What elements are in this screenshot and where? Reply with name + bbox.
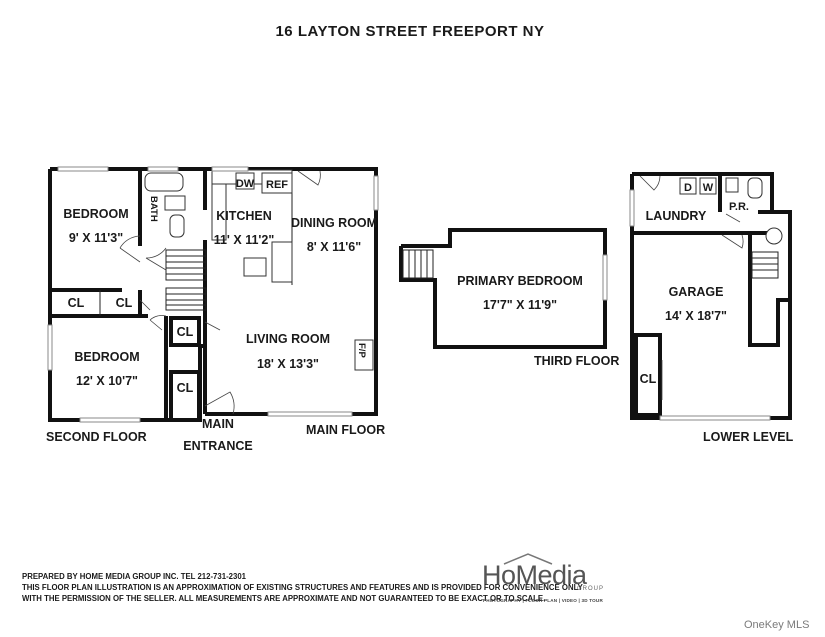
disclaimer: PREPARED BY HOME MEDIA GROUP INC. TEL 21…: [22, 571, 583, 604]
main-closet2-label: CL: [177, 381, 194, 395]
garage-dims: 14' X 18'7": [665, 309, 727, 323]
window: [267, 411, 353, 417]
window: [47, 324, 53, 371]
pr-sink: [725, 177, 739, 193]
logo-tagline: PHOTOGRAPHY | FLOOR PLAN | VIDEO | 3D TO…: [483, 598, 603, 603]
bathtub: [144, 172, 184, 192]
garage-inner-wall: [748, 233, 790, 347]
door-arc: [139, 299, 151, 311]
primary-bedroom-name: PRIMARY BEDROOM: [457, 274, 583, 288]
living-dims: 18' X 13'3": [257, 357, 319, 371]
kitchen-dims: 11' X 11'2": [214, 233, 275, 247]
fireplace: [354, 339, 374, 371]
window: [629, 189, 635, 227]
dining-dims: 8' X 11'6": [307, 240, 361, 254]
disclaimer-line2: THIS FLOOR PLAN ILLUSTRATION IS AN APPRO…: [22, 583, 583, 592]
door-arc: [725, 213, 741, 223]
living-name: LIVING ROOM: [246, 332, 330, 346]
second-floor-label: SECOND FLOOR: [46, 430, 147, 444]
water-heater: [765, 227, 783, 245]
bedroom1-name: BEDROOM: [63, 207, 128, 221]
primary-bedroom-dims: 17'7" X 11'9": [483, 298, 557, 312]
logo-group-text: GROUP: [577, 586, 605, 592]
entrance-line2: ENTRANCE: [183, 439, 252, 453]
bedroom2-name: BEDROOM: [74, 350, 139, 364]
toilet: [169, 214, 185, 238]
lower-closet-label: CL: [640, 372, 657, 386]
bath-sink: [164, 195, 186, 211]
fireplace-label: F/P: [356, 343, 367, 358]
garage-door: [659, 415, 771, 421]
washer-label: W: [703, 182, 714, 194]
logo-wordmark: HoMedia: [482, 560, 587, 590]
stairs-lower: [751, 251, 779, 279]
window: [79, 417, 141, 423]
window: [211, 166, 249, 172]
closet1-label: CL: [68, 296, 85, 310]
laundry-label: LAUNDRY: [646, 209, 707, 223]
window: [57, 166, 109, 172]
window: [373, 175, 379, 211]
door-arc: [204, 321, 221, 331]
dining-name: DINING ROOM: [291, 216, 377, 230]
kitchen-counter-side: [211, 183, 227, 241]
dryer: [679, 177, 697, 195]
homedia-logo: HoMedia GROUP PHOTOGRAPHY | FLOOR PLAN |…: [482, 552, 607, 607]
door-arc: [119, 235, 141, 263]
main-floor-label: MAIN FLOOR: [306, 423, 385, 437]
disclaimer-line3: WITH THE PERMISSION OF THE SELLER. ALL M…: [22, 594, 546, 603]
window: [147, 166, 179, 172]
second-and-main-floor-plan: [47, 166, 379, 423]
entrance-line1: MAIN: [202, 417, 234, 431]
third-floor-label: THIRD FLOOR: [534, 354, 619, 368]
bath-label: BATH: [148, 196, 159, 222]
pr-toilet: [747, 177, 763, 199]
washer: [699, 177, 717, 195]
ref-label: REF: [266, 179, 288, 191]
dishwasher: [235, 172, 255, 190]
kitchen-island: [271, 241, 293, 283]
door-arc: [149, 315, 167, 331]
window: [602, 254, 608, 301]
door-arc: [297, 170, 321, 186]
main-closet1-label: CL: [177, 325, 194, 339]
main-closet1: [169, 316, 201, 347]
dryer-label: D: [684, 182, 692, 194]
entrance-door-arc: [204, 391, 235, 415]
garage-name: GARAGE: [669, 285, 724, 299]
property-title: 16 LAYTON STREET FREEPORT NY: [275, 23, 544, 40]
main-closet2: [169, 370, 201, 422]
kitchen-table: [243, 257, 267, 277]
pr-label: P.R.: [729, 201, 749, 213]
bedroom2-dims: 12' X 10'7": [76, 374, 138, 388]
door-arc: [639, 175, 661, 191]
kitchen-name: KITCHEN: [216, 209, 272, 223]
watermark: OneKey MLS: [744, 619, 810, 631]
stairs-third: [402, 249, 434, 279]
lower-closet: [634, 333, 662, 417]
third-floor-plan: [399, 228, 608, 349]
door-arc: [721, 234, 744, 249]
dw-label: DW: [236, 178, 255, 190]
closet2-label: CL: [116, 296, 133, 310]
bedroom1-dims: 9' X 11'3": [69, 231, 123, 245]
door-arc: [145, 247, 167, 271]
lower-level-plan: [629, 172, 792, 421]
disclaimer-line1: PREPARED BY HOME MEDIA GROUP INC. TEL 21…: [22, 572, 247, 581]
house-roof-icon: [503, 553, 553, 565]
lower-level-label: LOWER LEVEL: [703, 430, 794, 444]
refrigerator: [261, 172, 293, 194]
stairs-second: [165, 249, 207, 311]
third-floor-outer-wall: [399, 228, 607, 349]
